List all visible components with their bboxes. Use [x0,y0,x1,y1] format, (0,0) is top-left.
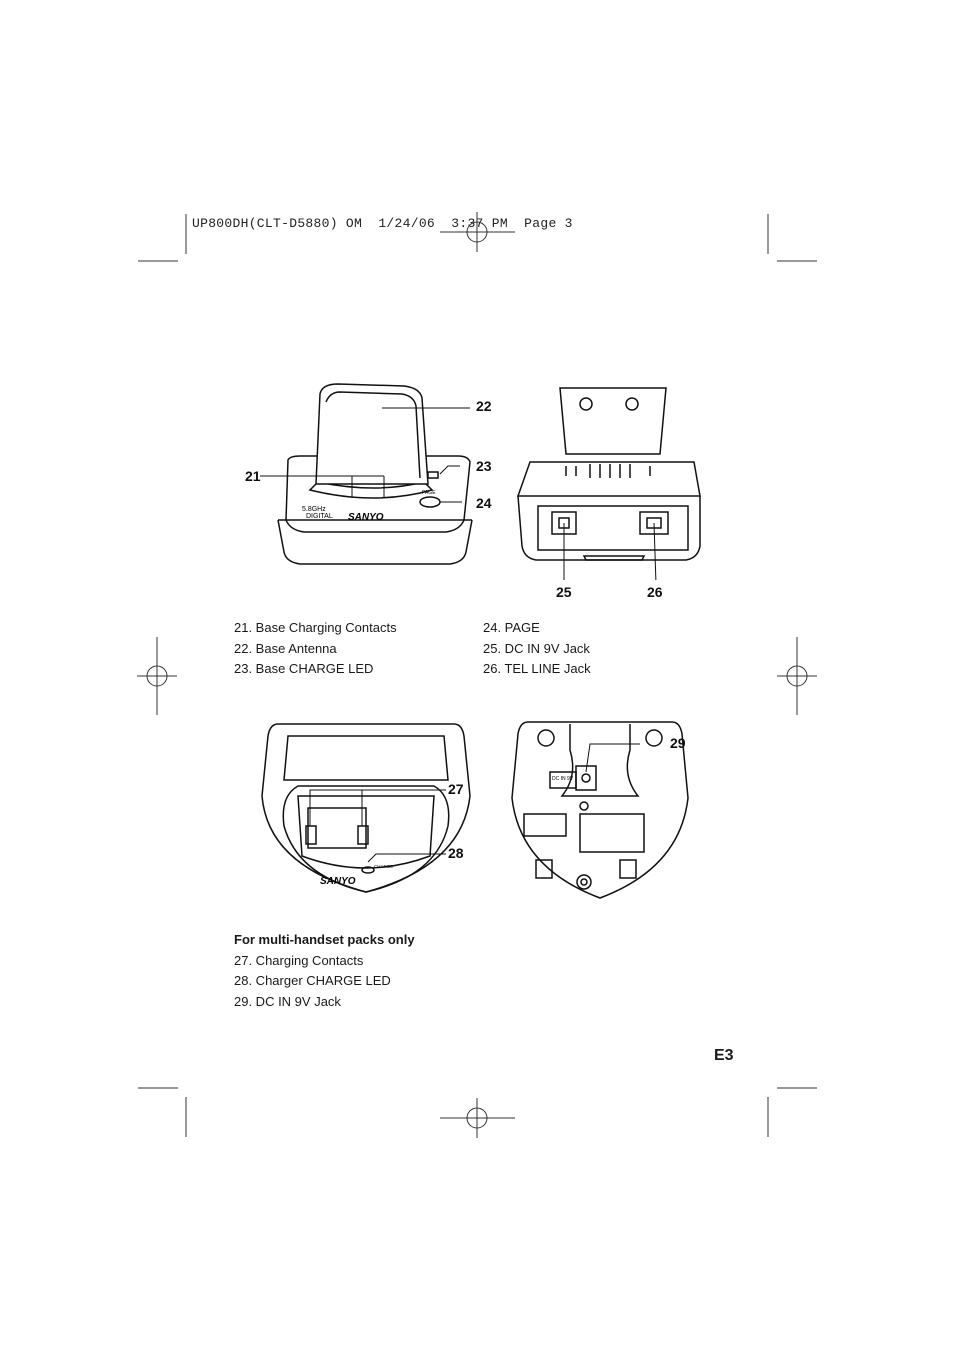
registration-mark-bottom [440,1098,515,1138]
legend-top-right: 24. PAGE 25. DC IN 9V Jack 26. TEL LINE … [483,618,591,680]
legend-item-28: 28. Charger CHARGE LED [234,973,391,988]
legend-item-22: 22. Base Antenna [234,640,337,656]
registration-mark-top [440,212,515,252]
callout-21: 21 [245,468,261,484]
registration-mark-left [137,637,177,715]
legend-bottom-title: For multi-handset packs only [234,932,415,947]
charger-sanyo-logo: SANYO [320,876,356,887]
legend-item-26: 26. TEL LINE Jack [483,661,591,676]
legend-item-29: 29. DC IN 9V Jack [234,993,341,1009]
page-number: E3 [714,1047,734,1064]
legend-item-25: 25. DC IN 9V Jack [483,640,590,656]
registration-mark-right [777,637,817,715]
base-sanyo-logo: SANYO [348,512,384,523]
base-label-digital: DIGITAL [306,513,333,520]
base-unit-rear-illustration [516,387,701,580]
legend-item-21: 21. Base Charging Contacts [234,620,397,635]
base-label-page: PAGE [422,490,436,496]
callout-27: 27 [448,781,464,797]
charger-bottom-illustration: DC IN 9V [511,721,689,899]
callout-28: 28 [448,845,464,861]
base-unit-front-illustration: 5.8GHz DIGITAL SANYO PAGE [260,383,473,565]
legend-item-24: 24. PAGE [483,620,540,635]
callout-24: 24 [476,495,492,511]
legend-item-27: 27. Charging Contacts [234,952,364,968]
legend-top-left: 21. Base Charging Contacts 22. Base Ante… [234,618,397,680]
print-slug-line: UP800DH(CLT-D5880) OM 1/24/06 3:37 PM Pa… [192,216,573,231]
legend-item-23: 23. Base CHARGE LED [234,661,374,676]
base-label-58ghz: 5.8GHz [302,506,326,513]
charger-label-charge: CHARGE [374,864,393,869]
callout-25: 25 [556,584,572,600]
callout-23: 23 [476,458,492,474]
callout-22: 22 [476,398,492,414]
callout-29: 29 [670,735,686,751]
charger-label-dc-in: DC IN 9V [552,776,574,782]
callout-26: 26 [647,584,663,600]
charger-top-illustration: CHARGE SANYO [261,723,471,893]
legend-bottom: For multi-handset packs only 27. Chargin… [234,930,415,1012]
